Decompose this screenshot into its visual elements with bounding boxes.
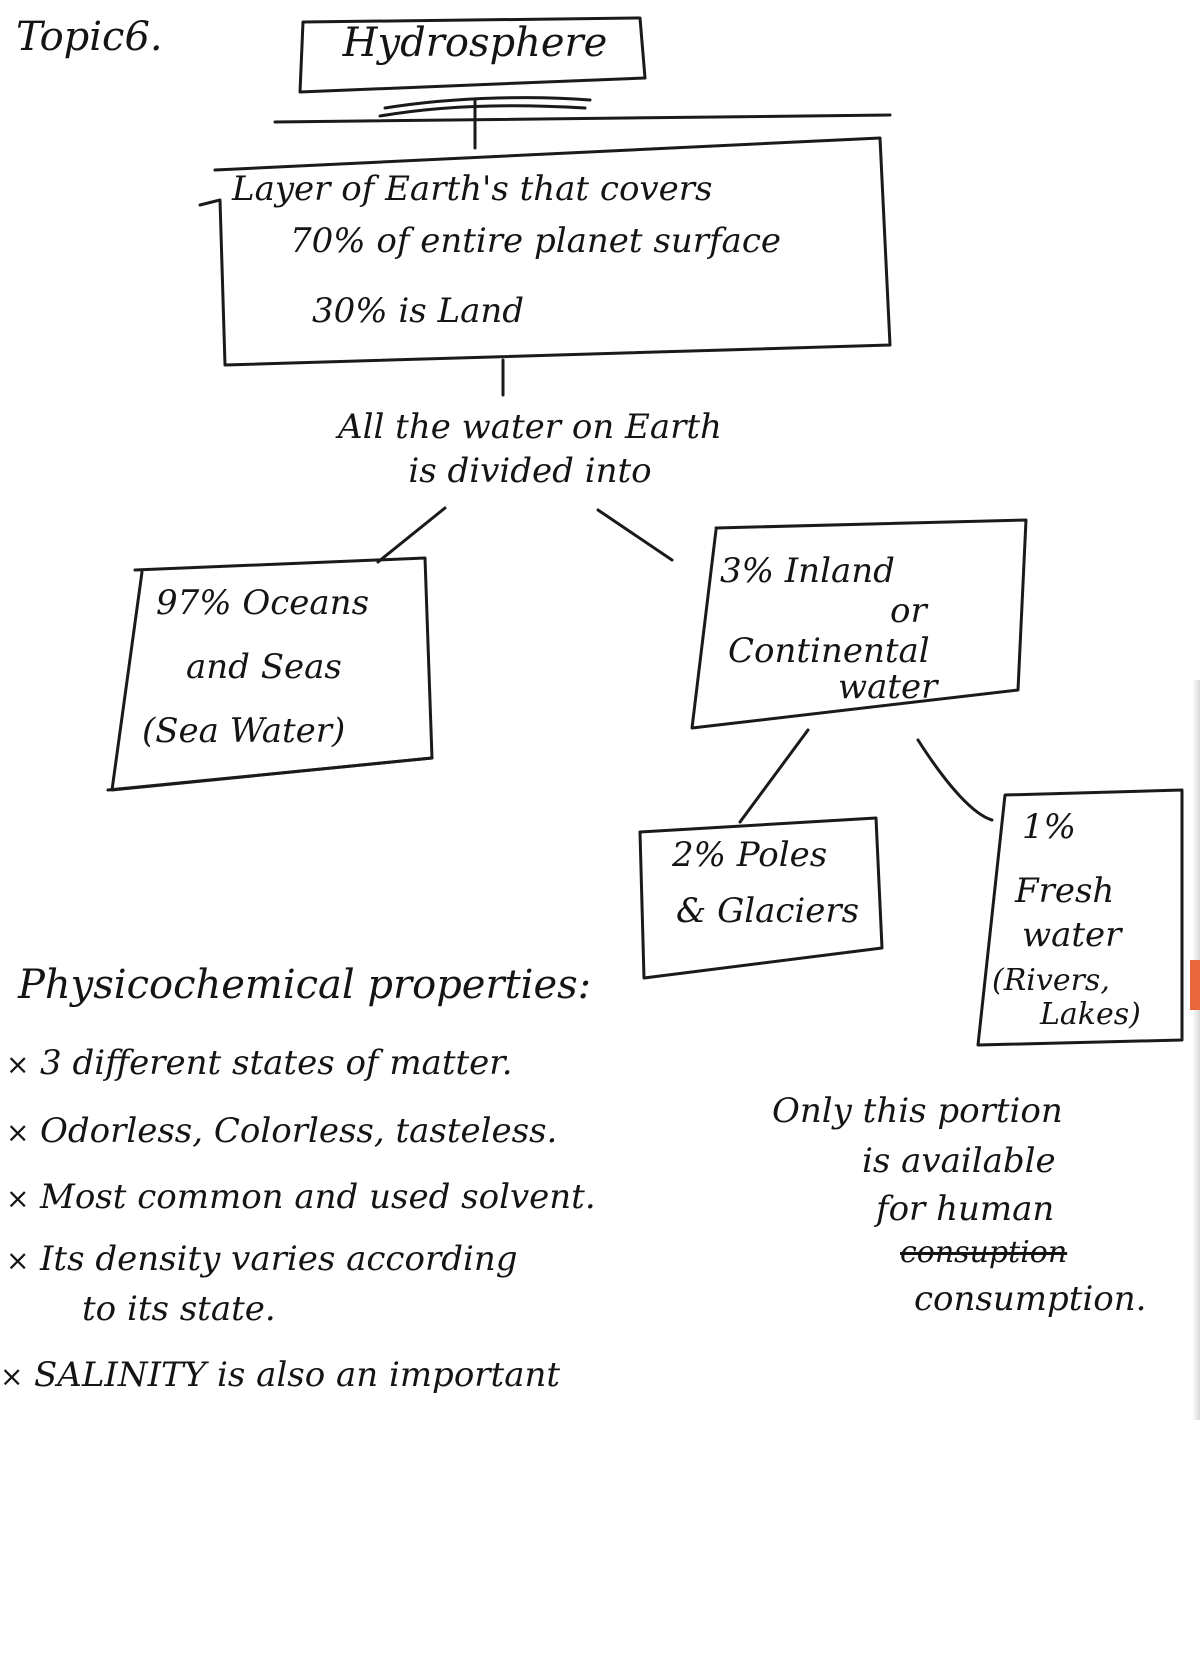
oceans-line-2: and Seas bbox=[186, 647, 342, 687]
branch-left bbox=[376, 506, 447, 564]
note-struck-word: consuption bbox=[900, 1235, 1068, 1270]
page-edge-shadow bbox=[1192, 680, 1200, 1420]
division-text-line-1: All the water on Earth bbox=[338, 407, 722, 447]
fresh-line-3: water bbox=[1022, 915, 1122, 955]
note-line-3: for human bbox=[876, 1189, 1055, 1229]
branch-inland-poles bbox=[738, 728, 810, 824]
title-underline bbox=[378, 96, 592, 118]
topic-label: Topic6. bbox=[16, 14, 163, 60]
property-item: × Its density varies according bbox=[6, 1239, 518, 1279]
inland-line-4: water bbox=[838, 667, 938, 707]
edge-color-mark bbox=[1190, 960, 1200, 1010]
division-text-line-2: is divided into bbox=[408, 451, 652, 491]
definition-line-2: 70% of entire planet surface bbox=[290, 221, 781, 261]
fresh-box bbox=[976, 788, 1184, 1047]
connector-crossbar bbox=[273, 113, 892, 124]
oceans-box-base bbox=[106, 756, 434, 792]
inland-line-1: 3% Inland bbox=[720, 551, 895, 591]
property-item: × Odorless, Colorless, tasteless. bbox=[6, 1111, 558, 1151]
branch-right bbox=[596, 508, 674, 562]
bullet-marker: × bbox=[6, 1244, 30, 1277]
property-text: Most common and used solvent. bbox=[40, 1177, 596, 1217]
fresh-line-1: 1% bbox=[1022, 807, 1076, 847]
fresh-line-5: Lakes) bbox=[1040, 997, 1141, 1032]
oceans-line-3: (Sea Water) bbox=[142, 711, 346, 751]
title-box bbox=[298, 16, 647, 94]
note-line-1: Only this portion bbox=[772, 1091, 1063, 1131]
branch-inland-fresh bbox=[916, 738, 994, 822]
inland-line-3: Continental bbox=[728, 631, 930, 671]
property-text: SALINITY is also an important bbox=[34, 1355, 561, 1395]
property-item-continuation: to its state. bbox=[82, 1289, 276, 1329]
bullet-marker: × bbox=[6, 1182, 30, 1215]
note-line-2: is available bbox=[862, 1141, 1056, 1181]
definition-line-1: Layer of Earth's that covers bbox=[232, 169, 713, 209]
poles-box bbox=[638, 816, 884, 980]
inland-box bbox=[690, 518, 1028, 730]
fresh-line-2: Fresh bbox=[1015, 871, 1115, 911]
poles-line-2: & Glaciers bbox=[676, 891, 860, 931]
oceans-line-1: 97% Oceans bbox=[156, 583, 370, 623]
bullet-marker: × bbox=[6, 1048, 30, 1081]
property-text: Odorless, Colorless, tasteless. bbox=[40, 1111, 558, 1151]
fresh-line-4: (Rivers, bbox=[992, 963, 1110, 998]
property-item: × Most common and used solvent. bbox=[6, 1177, 596, 1217]
bullet-marker: × bbox=[6, 1116, 30, 1149]
bullet-marker: × bbox=[0, 1360, 24, 1393]
definition-box bbox=[198, 136, 892, 367]
poles-line-1: 2% Poles bbox=[672, 835, 828, 875]
property-text: 3 different states of matter. bbox=[40, 1043, 513, 1083]
page-title: Hydrosphere bbox=[342, 20, 608, 66]
inland-line-2: or bbox=[890, 591, 927, 631]
property-item: × 3 different states of matter. bbox=[6, 1043, 513, 1083]
properties-heading: Physicochemical properties: bbox=[18, 962, 592, 1008]
note-line-4: consumption. bbox=[914, 1279, 1147, 1319]
property-text: Its density varies according bbox=[40, 1239, 518, 1279]
definition-line-3: 30% is Land bbox=[312, 291, 525, 331]
property-item: × SALINITY is also an important bbox=[0, 1355, 561, 1395]
